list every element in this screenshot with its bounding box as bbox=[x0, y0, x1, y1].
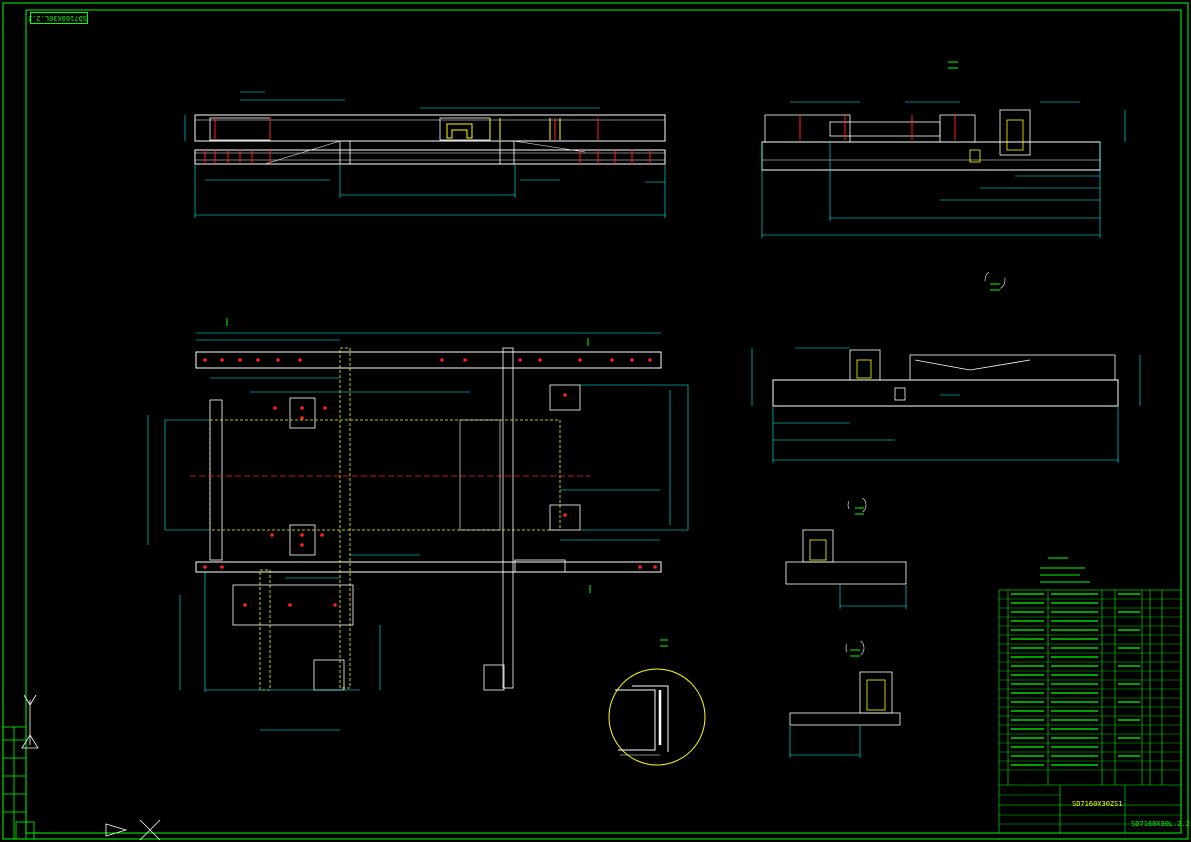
ucs-icon bbox=[21, 694, 39, 749]
inner-frame bbox=[25, 9, 1182, 834]
title-block-model: SD7160X30ZS1 bbox=[1072, 800, 1123, 808]
front-view bbox=[184, 91, 666, 218]
plan-view bbox=[147, 332, 689, 731]
parts-list-table bbox=[998, 589, 1182, 834]
section-view-b bbox=[751, 269, 1141, 463]
section-view-a bbox=[761, 101, 1126, 238]
parts-list-text-marks bbox=[1011, 593, 1140, 766]
detail-d bbox=[789, 638, 901, 758]
detail-circle bbox=[608, 668, 706, 766]
parts-list-rows bbox=[999, 598, 1181, 825]
technical-notes bbox=[1040, 557, 1090, 583]
section-labels bbox=[226, 61, 1000, 657]
title-block-number: SD7160X30L.2.2 bbox=[1131, 820, 1191, 828]
arrow-marker bbox=[105, 819, 161, 841]
detail-c bbox=[785, 495, 907, 609]
side-margin-table bbox=[2, 726, 35, 840]
drawing-number-stamp: SD7160X30L.2.2 bbox=[27, 12, 88, 24]
